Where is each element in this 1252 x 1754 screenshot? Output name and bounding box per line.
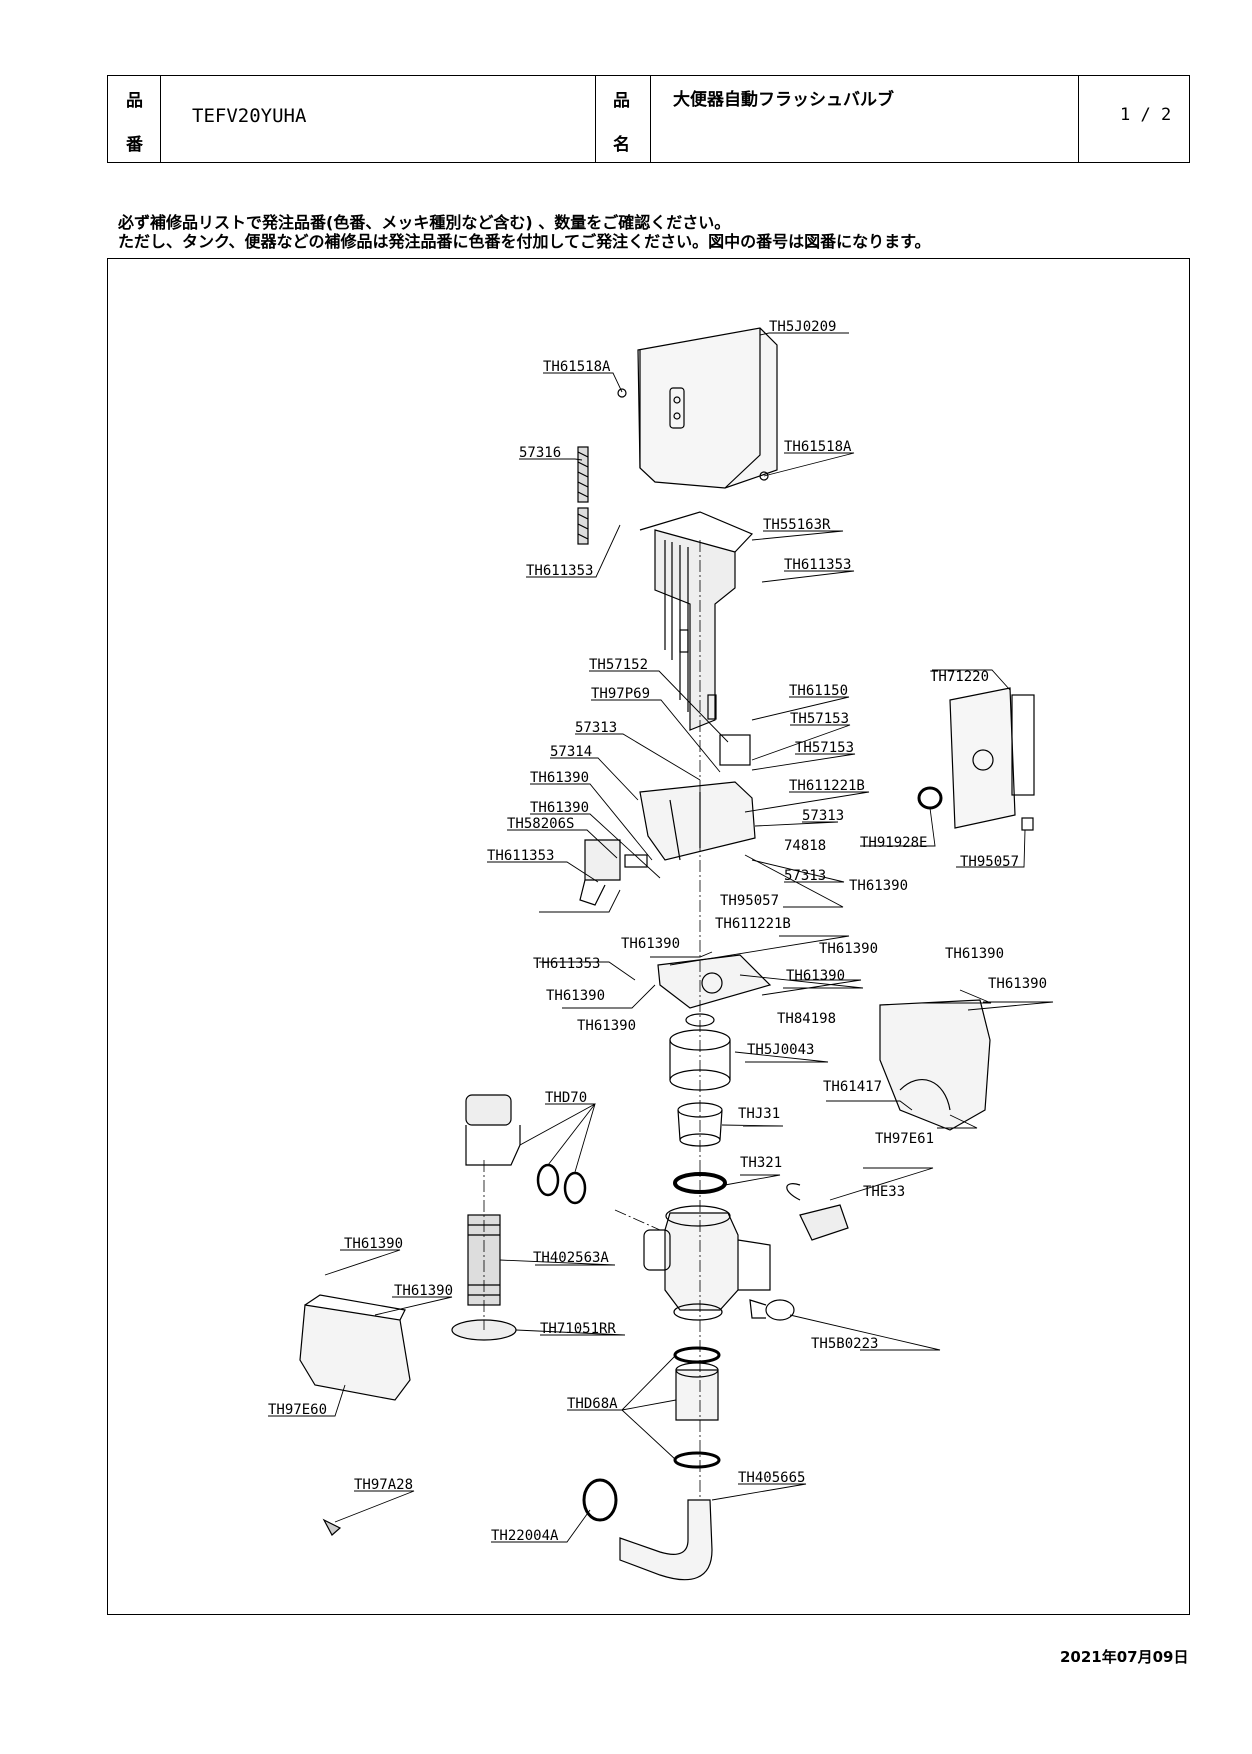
- label-57316: 57316: [519, 445, 561, 461]
- label-th91928e: TH91928E: [860, 835, 927, 851]
- label-th95057-2: TH95057: [960, 854, 1019, 870]
- page-number: 1 / 2: [1120, 105, 1172, 125]
- note-line-2: ただし、タンク、便器などの補修品は発注品番に色番を付加してご発注ください。図中の…: [118, 232, 931, 251]
- label-th57153-1: TH57153: [790, 711, 849, 727]
- part-no-label-1: 品: [126, 91, 143, 111]
- label-thd70: THD70: [545, 1090, 587, 1106]
- label-th95057-1: TH95057: [720, 893, 779, 909]
- label-th5b0223: TH5B0223: [811, 1336, 878, 1352]
- label-th61518a-1: TH61518A: [543, 359, 611, 375]
- label-th61390-d: TH61390: [621, 936, 680, 952]
- label-th5j0209: TH5J0209: [769, 319, 836, 335]
- label-th84198: TH84198: [777, 1011, 836, 1027]
- label-th611353-4: TH611353: [533, 956, 600, 972]
- label-th61417: TH61417: [823, 1079, 882, 1095]
- label-th61390-c: TH61390: [849, 878, 908, 894]
- label-th611221b-1: TH611221B: [789, 778, 865, 794]
- label-th405665: TH405665: [738, 1470, 805, 1486]
- label-th61390-h: TH61390: [577, 1018, 636, 1034]
- label-th58206s: TH58206S: [507, 816, 574, 832]
- label-thj31: THJ31: [738, 1106, 780, 1122]
- product-name: 大便器自動フラッシュバルブ: [673, 90, 894, 110]
- label-th97e60: TH97E60: [268, 1402, 327, 1418]
- label-th61390-i: TH61390: [945, 946, 1004, 962]
- note-line-1: 必ず補修品リストで発注品番(色番、メッキ種別など含む) 、数量をご確認ください。: [118, 213, 731, 232]
- label-th22004a: TH22004A: [491, 1528, 559, 1544]
- label-thd68a: THD68A: [567, 1396, 618, 1412]
- part-no-label-2: 番: [126, 135, 143, 155]
- label-57313-3: 57313: [784, 868, 826, 884]
- label-th61390-j: TH61390: [988, 976, 1047, 992]
- label-57314: 57314: [550, 744, 592, 760]
- label-th402563a: TH402563A: [533, 1250, 609, 1266]
- label-th71220: TH71220: [930, 669, 989, 685]
- label-th97p69: TH97P69: [591, 686, 650, 702]
- label-th61390-a: TH61390: [530, 770, 589, 786]
- label-th57152: TH57152: [589, 657, 648, 673]
- name-label-2: 名: [613, 135, 630, 155]
- label-th61390-l: TH61390: [394, 1283, 453, 1299]
- label-57313-1: 57313: [575, 720, 617, 736]
- issue-date: 2021年07月09日: [1060, 1648, 1189, 1666]
- label-57313-2: 57313: [802, 808, 844, 824]
- label-th61390-g: TH61390: [546, 988, 605, 1004]
- label-th5j0043: TH5J0043: [747, 1042, 814, 1058]
- label-th61518a-2: TH61518A: [784, 439, 852, 455]
- label-the33: THE33: [863, 1184, 905, 1200]
- label-th71051rr: TH71051RR: [540, 1321, 616, 1337]
- label-th61390-e: TH61390: [819, 941, 878, 957]
- label-th611353-2: TH611353: [784, 557, 851, 573]
- title-block: 品 番 TEFV20YUHA 品 名 大便器自動フラッシュバルブ 1 / 2: [107, 75, 1190, 163]
- label-th321: TH321: [740, 1155, 782, 1171]
- label-th97a28: TH97A28: [354, 1477, 413, 1493]
- label-th61150: TH61150: [789, 683, 848, 699]
- label-th61390-k: TH61390: [344, 1236, 403, 1252]
- label-th61390-f: TH61390: [786, 968, 845, 984]
- name-label-1: 品: [613, 91, 630, 111]
- label-th57153-2: TH57153: [795, 740, 854, 756]
- diagram-frame: [107, 258, 1190, 1615]
- label-th97e61: TH97E61: [875, 1131, 934, 1147]
- label-74818: 74818: [784, 838, 826, 854]
- label-th55163r: TH55163R: [763, 517, 831, 533]
- label-th611353-3: TH611353: [487, 848, 554, 864]
- label-th611221b-2: TH611221B: [715, 916, 791, 932]
- part-number: TEFV20YUHA: [192, 105, 307, 127]
- label-th611353-1: TH611353: [526, 563, 593, 579]
- label-th61390-b: TH61390: [530, 800, 589, 816]
